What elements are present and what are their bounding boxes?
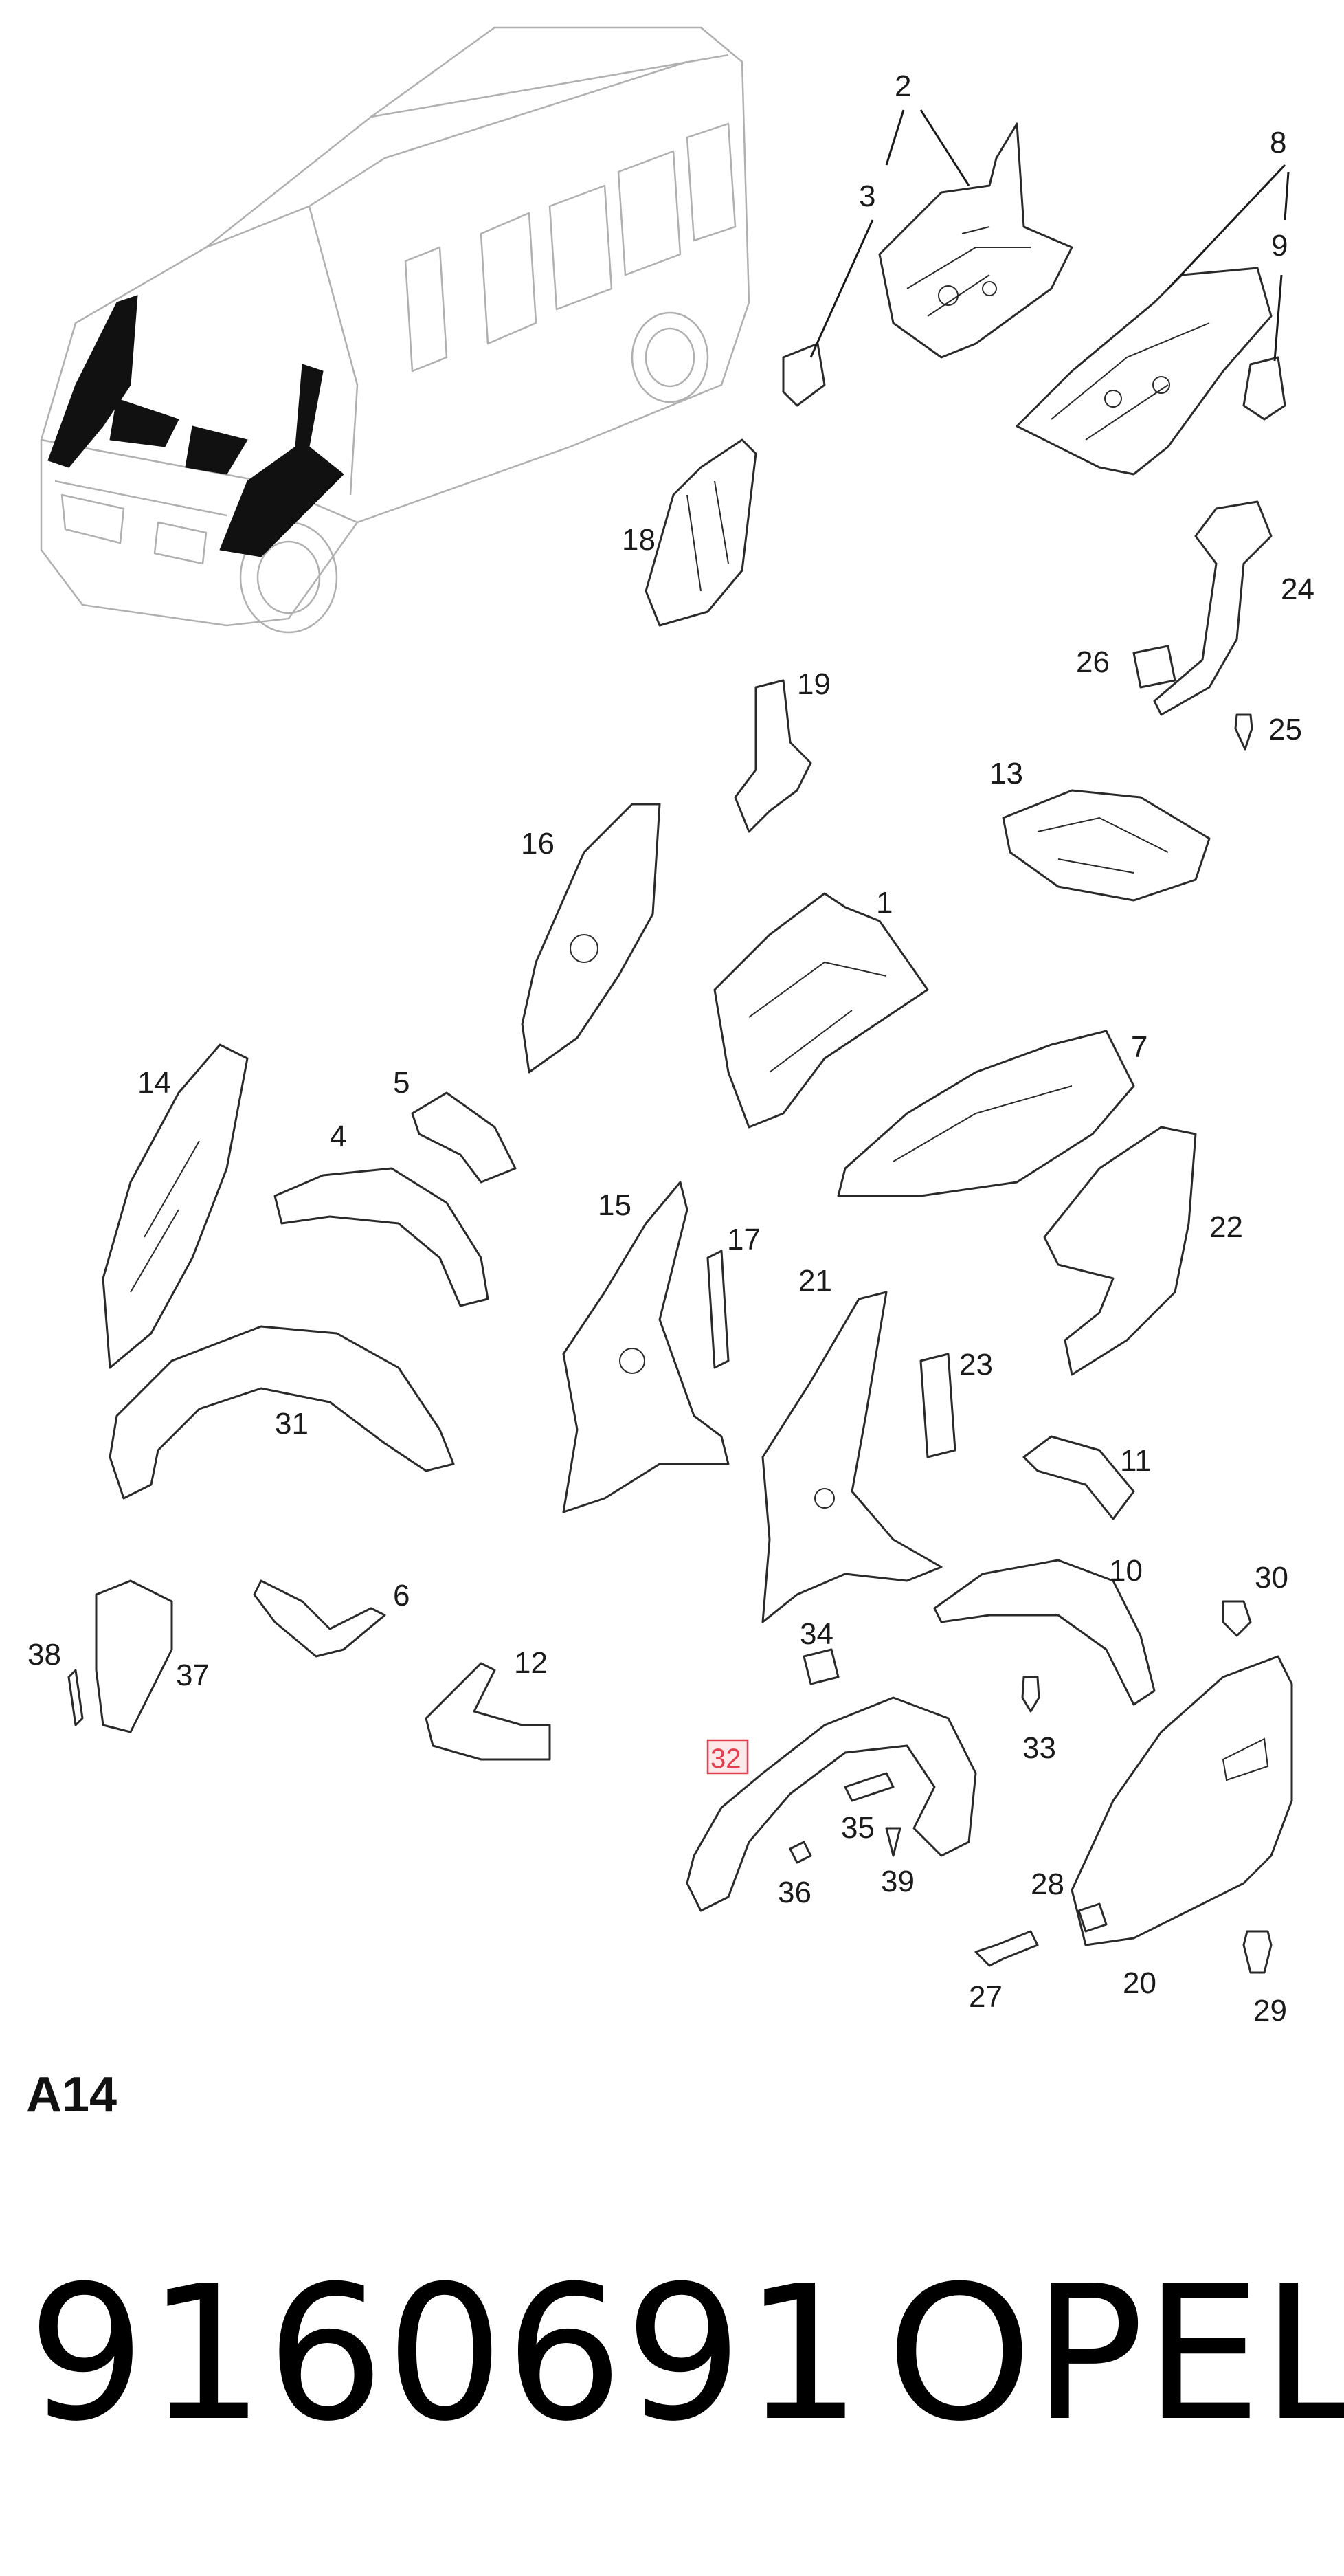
callout-5: 5 — [393, 1066, 410, 1100]
callout-23: 23 — [959, 1348, 993, 1381]
part-36[interactable] — [789, 1841, 812, 1864]
part-31[interactable] — [109, 1325, 455, 1500]
part-3[interactable] — [782, 342, 826, 407]
part-38[interactable] — [67, 1669, 84, 1726]
callout-32[interactable]: 32 — [710, 1744, 741, 1774]
part-6[interactable] — [253, 1579, 386, 1658]
callout-12: 12 — [514, 1646, 548, 1680]
callout-7: 7 — [1131, 1030, 1147, 1064]
brand-name: OPEL — [886, 2245, 1344, 2462]
callout-25: 25 — [1268, 713, 1302, 746]
part-25[interactable] — [1234, 713, 1253, 751]
part-28[interactable] — [1077, 1902, 1108, 1933]
callout-35: 35 — [841, 1811, 875, 1845]
part-35[interactable] — [844, 1772, 895, 1802]
callout-1: 1 — [876, 886, 893, 920]
callout-11: 11 — [1120, 1444, 1152, 1478]
part-32[interactable] — [686, 1696, 977, 1912]
callout-18: 18 — [622, 523, 656, 557]
callout-39: 39 — [881, 1865, 915, 1898]
part-29[interactable] — [1242, 1930, 1273, 1974]
callout-10: 10 — [1109, 1554, 1143, 1588]
part-2[interactable] — [878, 122, 1073, 359]
part-13[interactable] — [1002, 789, 1211, 902]
van-illustration — [40, 26, 750, 634]
part-27[interactable] — [974, 1930, 1039, 1967]
callout-6: 6 — [393, 1579, 410, 1612]
part-20[interactable] — [1071, 1655, 1293, 1946]
part-30[interactable] — [1222, 1600, 1252, 1637]
part-37[interactable] — [95, 1579, 173, 1733]
part-11[interactable] — [1022, 1435, 1135, 1520]
callout-4: 4 — [330, 1120, 346, 1153]
part-34[interactable] — [803, 1648, 840, 1685]
callout-28: 28 — [1031, 1867, 1064, 1901]
part-39[interactable] — [885, 1827, 901, 1857]
part-24[interactable] — [1153, 500, 1273, 716]
part-19[interactable] — [734, 679, 812, 833]
callout-8: 8 — [1270, 126, 1286, 159]
part-21[interactable] — [761, 1291, 943, 1623]
callout-37: 37 — [176, 1658, 210, 1692]
part-22[interactable] — [1043, 1126, 1197, 1376]
part-7[interactable] — [837, 1030, 1135, 1197]
callout-30: 30 — [1255, 1561, 1288, 1595]
part-number: 9160691 — [27, 2245, 864, 2462]
callout-36: 36 — [778, 1876, 811, 1909]
callout-34: 34 — [800, 1617, 833, 1651]
callout-9: 9 — [1271, 229, 1288, 263]
part-9[interactable] — [1242, 356, 1286, 421]
callout-13: 13 — [989, 757, 1023, 790]
callout-24: 24 — [1281, 573, 1314, 606]
callout-22: 22 — [1209, 1210, 1243, 1244]
section-code: A14 — [26, 2067, 117, 2122]
part-12[interactable] — [425, 1662, 551, 1761]
callout-38: 38 — [27, 1638, 61, 1672]
part-5[interactable] — [411, 1091, 517, 1184]
parts-diagram: 1 2 3 4 5 6 7 8 9 10 11 12 13 14 15 16 1… — [27, 26, 1314, 2028]
callout-33: 33 — [1022, 1731, 1056, 1765]
callout-20: 20 — [1123, 1966, 1156, 2000]
part-26[interactable] — [1132, 645, 1176, 689]
callout-26: 26 — [1076, 645, 1110, 679]
callout-27: 27 — [969, 1980, 1003, 2014]
leader-lines — [809, 109, 1290, 362]
callout-3: 3 — [859, 179, 875, 213]
callout-29: 29 — [1253, 1994, 1287, 2028]
callout-14: 14 — [137, 1066, 171, 1100]
part-14[interactable] — [102, 1043, 249, 1369]
callout-labels: 1 2 3 4 5 6 7 8 9 10 11 12 13 14 15 16 1… — [27, 69, 1314, 2028]
part-17[interactable] — [706, 1250, 730, 1369]
part-8[interactable] — [1016, 267, 1273, 476]
callout-21: 21 — [798, 1264, 832, 1298]
part-4[interactable] — [273, 1167, 489, 1307]
callout-19: 19 — [797, 667, 831, 701]
callout-17: 17 — [727, 1223, 761, 1256]
part-23[interactable] — [919, 1353, 956, 1458]
part-1[interactable] — [713, 892, 929, 1129]
part-10[interactable] — [933, 1559, 1156, 1706]
part-33[interactable] — [1021, 1676, 1040, 1713]
part-15[interactable] — [562, 1181, 730, 1513]
callout-31: 31 — [275, 1407, 309, 1441]
callout-32-highlight — [706, 1739, 749, 1775]
part-18[interactable] — [645, 438, 757, 627]
part-16[interactable] — [521, 803, 661, 1074]
callout-16: 16 — [521, 827, 555, 860]
callout-15: 15 — [598, 1188, 631, 1222]
callout-2: 2 — [895, 69, 911, 103]
